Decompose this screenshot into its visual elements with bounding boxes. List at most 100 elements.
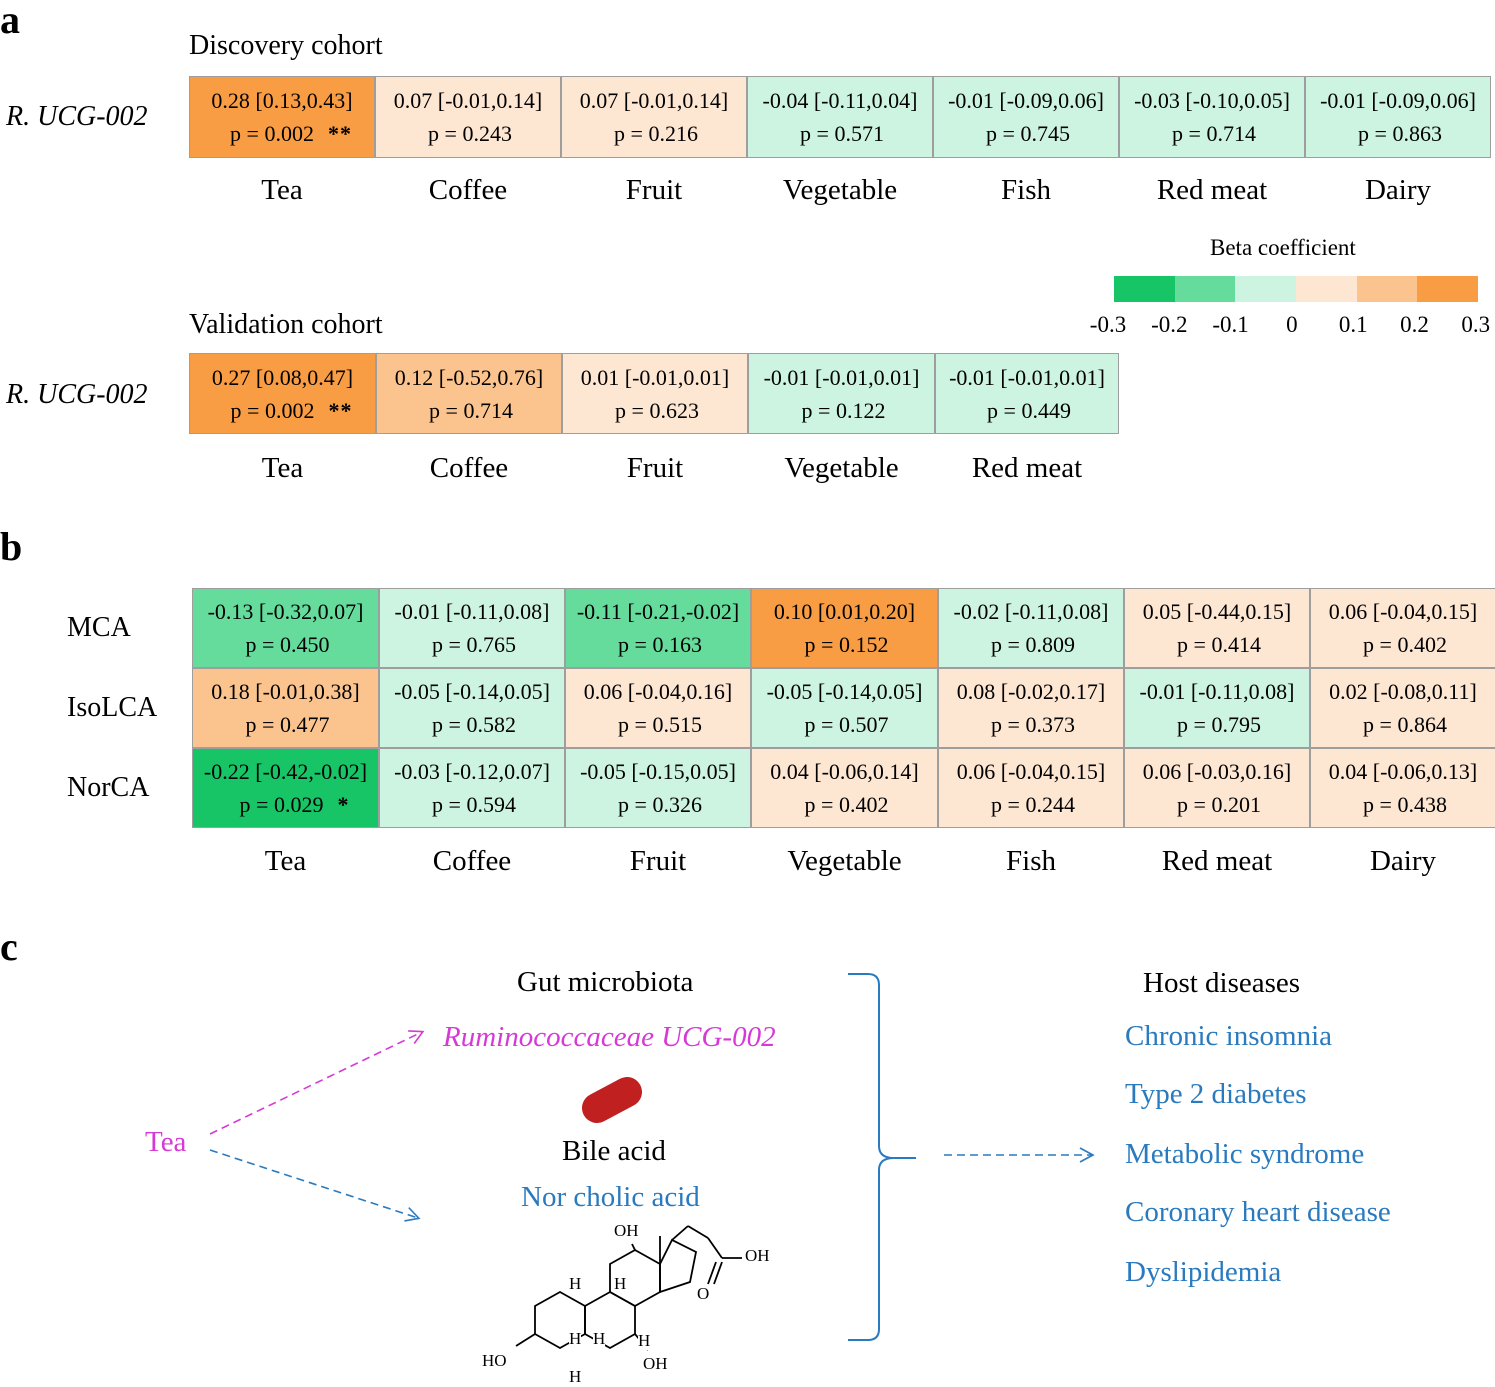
beta-ci-text: 0.08 [-0.02,0.17] [956, 679, 1106, 704]
bile-acid-title: Bile acid [562, 1135, 666, 1167]
p-value-text: p = 0.863 [1358, 121, 1442, 146]
disease-item: Type 2 diabetes [1125, 1078, 1307, 1110]
heatmap-cell: 0.07 [-0.01,0.14] p = 0.216 [561, 76, 747, 158]
heatmap-cell: -0.13 [-0.32,0.07]p = 0.450 [192, 588, 379, 668]
beta-ci-text: -0.05 [-0.14,0.05] [394, 679, 550, 704]
p-value-text: p = 0.243 [428, 121, 512, 146]
heatmap-cell: -0.05 [-0.15,0.05]p = 0.326 [565, 748, 751, 828]
p-value-line: p = 0.507 [787, 708, 903, 741]
column-label: Dairy [1369, 845, 1437, 877]
heatmap-cell: -0.01 [-0.11,0.08]p = 0.765 [379, 588, 565, 668]
p-value-text: p = 0.714 [429, 397, 513, 423]
significance-stars: ** [328, 397, 353, 423]
heatmap-cell: 0.06 [-0.04,0.16]p = 0.515 [565, 668, 751, 748]
legend-color-bin [1356, 276, 1418, 302]
p-value-line: p = 0.809 [973, 628, 1089, 661]
heatmap-cell: 0.06 [-0.03,0.16]p = 0.201 [1124, 748, 1310, 828]
heatmap-cell: -0.01 [-0.01,0.01] p = 0.449 [935, 353, 1119, 434]
structure-atom-label: H [569, 1329, 582, 1348]
panel-b-letter: b [0, 524, 23, 569]
legend-tick: 0.2 [1400, 312, 1429, 337]
p-value-line: p = 0.477 [228, 708, 344, 741]
bile-acid-label: Nor cholic acid [521, 1181, 700, 1213]
column-label: Fruit [625, 174, 683, 206]
column-label: Vegetable [784, 452, 899, 484]
beta-ci-text: -0.05 [-0.14,0.05] [766, 679, 923, 704]
legend-tick: 0.1 [1338, 312, 1368, 337]
column-label: Fruit [626, 452, 684, 484]
beta-ci-text: -0.04 [-0.11,0.04] [762, 88, 918, 113]
p-value-text: p = 0.152 [804, 632, 889, 657]
heatmap-cell: -0.03 [-0.12,0.07]p = 0.594 [379, 748, 565, 828]
beta-ci-text: 0.12 [-0.52,0.76] [394, 364, 544, 390]
structure-atom-label: OH [745, 1246, 770, 1265]
beta-ci-text: 0.10 [0.01,0.20] [773, 599, 916, 624]
p-value-line: p = 0.438 [1345, 788, 1461, 821]
p-value-text: p = 0.002 [230, 397, 315, 423]
significance-stars: * [337, 792, 350, 817]
tea-to-microbe-arrow [209, 1030, 425, 1135]
p-value-text: p = 0.002 [230, 121, 314, 146]
beta-ci-text: 0.07 [-0.01,0.14] [579, 88, 729, 113]
p-value-text: p = 0.477 [245, 712, 330, 737]
p-value-text: p = 0.326 [618, 792, 702, 817]
beta-ci-text: 0.04 [-0.06,0.13] [1328, 759, 1478, 784]
legend-color-bin [1296, 276, 1357, 302]
disease-item: Chronic insomnia [1125, 1020, 1333, 1052]
beta-ci-text: 0.06 [-0.04,0.15] [1328, 599, 1478, 624]
heatmap-cell: -0.01 [-0.09,0.06]p = 0.863 [1305, 76, 1491, 158]
heatmap-row: 0.18 [-0.01,0.38]p = 0.477 -0.05 [-0.14,0… [192, 668, 1495, 748]
legend-tick: 0 [1286, 312, 1298, 337]
p-value-line: p = 0.029* [222, 788, 350, 821]
disease-item: Dyslipidemia [1125, 1256, 1282, 1288]
p-value-text: p = 0.714 [1172, 121, 1256, 146]
p-value-line: p = 0.765 [414, 628, 530, 661]
heatmap-cell: -0.01 [-0.11,0.08]p = 0.795 [1124, 668, 1310, 748]
column-label: Fruit [629, 845, 687, 877]
column-label: Red meat [1156, 174, 1268, 206]
structure-atom-label: H [638, 1331, 651, 1350]
p-value-line: p = 0.714 [1154, 117, 1270, 150]
beta-ci-text: -0.01 [-0.01,0.01] [949, 364, 1105, 390]
column-label: Fish [1001, 174, 1051, 206]
p-value-line: p = 0.863 [1340, 117, 1456, 150]
p-value-text: p = 0.582 [432, 712, 516, 737]
p-value-text: p = 0.216 [614, 121, 698, 146]
p-value-line: p = 0.864 [1345, 708, 1461, 741]
heatmap-cell: 0.07 [-0.01,0.14]p = 0.243 [375, 76, 561, 158]
legend-color-bin [1235, 276, 1297, 302]
p-value-line: p = 0.243 [410, 117, 526, 150]
nor-cholic-acid-structure-icon [515, 1225, 742, 1351]
host-diseases-title: Host diseases [1143, 967, 1301, 999]
beta-ci-text: 0.27 [0.08,0.47] [211, 364, 354, 390]
heatmap-cell: -0.03 [-0.10,0.05]p = 0.714 [1119, 76, 1305, 158]
heatmap-cell: 0.01 [-0.01,0.01]p = 0.623 [562, 353, 748, 434]
p-value-line: p = 0.002 ** [213, 394, 353, 427]
p-value-text: p = 0.122 [801, 397, 886, 423]
p-value-line: p = 0.449 [969, 394, 1085, 427]
row-label: NorCA [67, 772, 150, 803]
discovery-heatmap: 0.28 [0.13,0.43]p = 0.002**0.07 [-0.01,0… [189, 76, 1491, 158]
p-value-line: p = 0.216 [596, 117, 712, 150]
heatmap-row: -0.22 [-0.42,-0.02] p = 0.029* -0.03 [-0.1… [192, 748, 1495, 828]
column-label: Red meat [971, 452, 1083, 484]
legend-color-bin [1174, 276, 1236, 302]
beta-ci-text: 0.02 [-0.08,0.11] [1329, 679, 1477, 704]
legend-tick: -0.1 [1212, 312, 1249, 337]
gut-microbiota-title: Gut microbiota [517, 966, 694, 998]
p-value-text: p = 0.450 [245, 632, 330, 657]
p-value-text: p = 0.795 [1177, 712, 1261, 737]
heatmap-cell: 0.18 [-0.01,0.38]p = 0.477 [192, 668, 379, 748]
beta-ci-text: -0.22 [-0.42,-0.02] [203, 759, 368, 784]
column-label: Coffee [432, 845, 512, 877]
column-label: Red meat [1161, 845, 1273, 877]
legend-colorbar [1114, 276, 1479, 302]
p-value-line: p = 0.122 [784, 394, 900, 427]
p-value-text: p = 0.414 [1177, 632, 1261, 657]
p-value-text: p = 0.745 [986, 121, 1070, 146]
heatmap-cell: 0.04 [-0.06,0.13] p = 0.438 [1310, 748, 1495, 828]
heatmap-cell: -0.22 [-0.42,-0.02] p = 0.029* [192, 748, 379, 828]
p-value-text: p = 0.507 [804, 712, 889, 737]
heatmap-cell: -0.04 [-0.11,0.04]p = 0.571 [747, 76, 933, 158]
